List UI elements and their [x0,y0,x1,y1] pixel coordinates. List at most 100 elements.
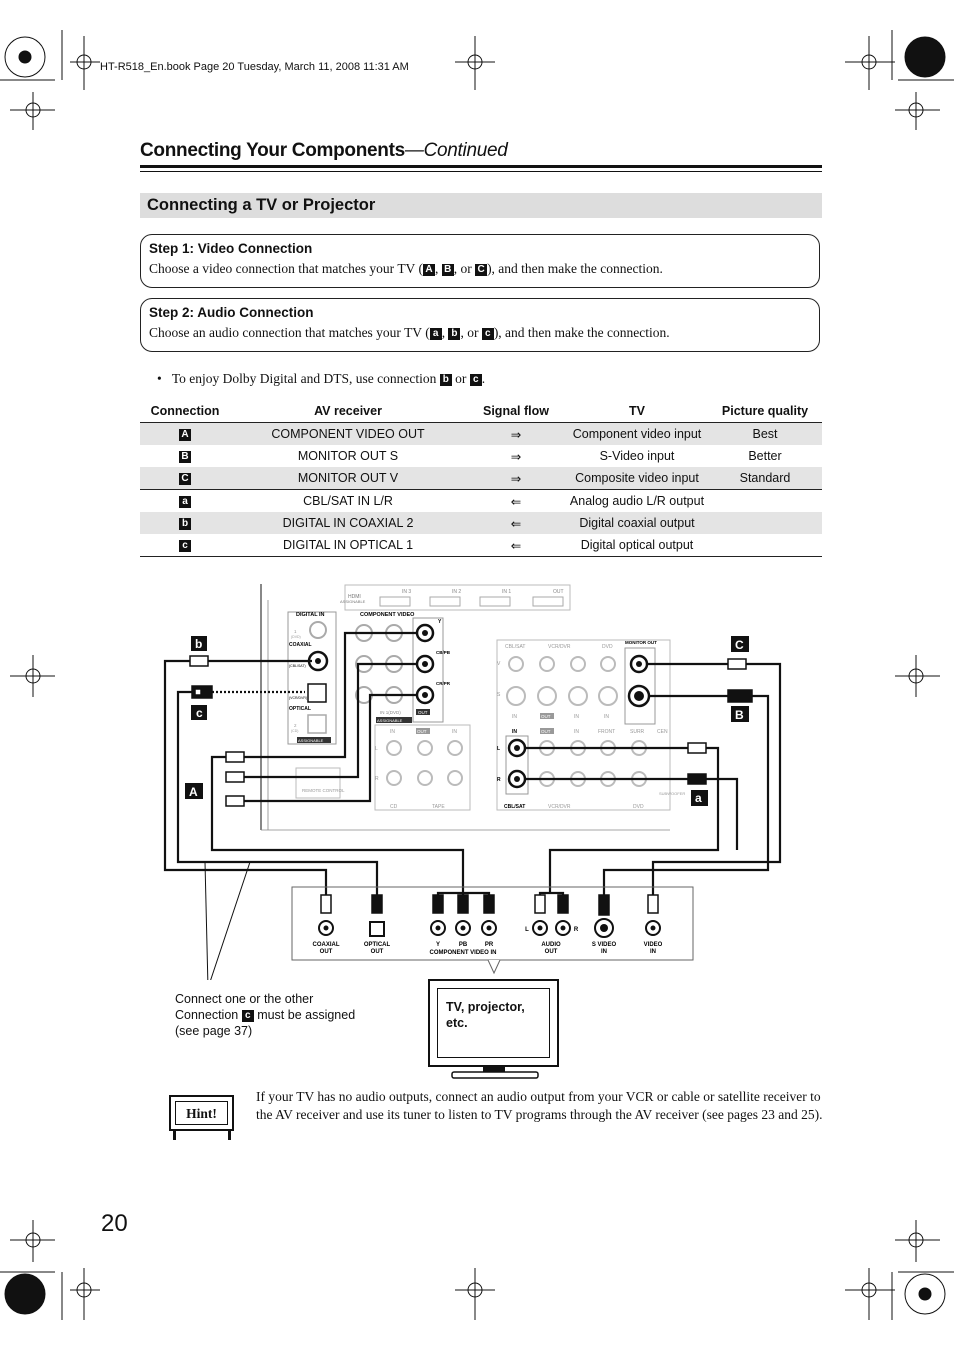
comp-crpr-label: CR/PR [436,681,451,686]
step2-sep1: , [441,325,449,340]
row-badge: B [179,451,191,463]
hint-label: Hint! [175,1101,228,1125]
title-rule [140,165,822,168]
quality-cell [708,534,822,557]
comp-assignable-label: ASSIGNABLE [377,718,403,723]
diagram-badge-b: b [195,637,202,651]
bullet-pre: To enjoy Dolby Digital and DTS, use conn… [171,371,440,386]
step2-text-pre: Choose an audio connection that matches … [149,325,430,340]
col-picture-quality: Picture quality [708,400,822,423]
cable-plugs [189,655,753,807]
connection-table: Connection AV receiver Signal flow TV Pi… [140,400,822,557]
bullet-badge-b: b [439,374,452,386]
badge-C: C [475,264,488,276]
row-badge: a [179,496,191,508]
dolby-bullet: • To enjoy Dolby Digital and DTS, use co… [157,371,486,386]
digital-cd-label: (CD) [291,729,298,733]
hdmi-in2-label: IN 2 [452,589,461,595]
tape-label: TAPE [432,804,445,810]
diagram-badge-B: B [735,708,744,722]
av-cell: COMPONENT VIDEO OUT [230,422,466,445]
tv-svideo-in-label: IN [601,949,607,955]
hint-icon: Hint! [169,1095,234,1131]
badge-a: a [429,328,442,340]
tv-r-label: R [574,927,579,933]
badge-c: c [481,328,494,340]
tv-cell: Analog audio L/R output [566,489,708,512]
tv-pb-label: PB [459,942,468,948]
title-main: Connecting Your Components [140,140,405,161]
diagram-badges: b c A C B a [185,636,749,806]
vcr-in-label: IN [574,714,579,720]
quality-cell: Best [708,422,822,445]
av-cell: CBL/SAT IN L/R [230,489,466,512]
title-continued: —Continued [404,140,508,161]
step1-text-post: ), and then make the connection. [487,261,663,276]
tv-pr-label: PR [485,942,494,948]
dvd-in-label: IN [604,714,609,720]
tape-out-label: OUT [417,729,427,734]
quality-cell: Standard [708,467,822,490]
step2-heading: Step 2: Audio Connection [149,305,314,320]
receiver-panel: HDMI ASSIGNABLE IN 3 IN 2 IN 1 OUT DIGIT… [260,584,685,831]
tv-illustration: TV, projector, etc. [428,979,559,1067]
tv-cell: Digital optical output [566,534,708,557]
vcr-dvr-label: VCR/DVR [548,644,571,650]
note-line2-post: must be assigned [253,1008,356,1022]
connection-diagram: HDMI ASSIGNABLE IN 3 IN 2 IN 1 OUT DIGIT… [163,584,782,980]
cd-label: CD [390,804,398,810]
hdmi-assignable-label: ASSIGNABLE [340,599,366,604]
diagram-badge-c: c [196,706,203,720]
cd-in-label: IN [390,729,395,735]
tv-panel: COAXIAL OUT OPTICAL OUT Y PB PR COMPONEN… [291,886,694,975]
tv-cell: S-Video input [599,449,675,463]
hdmi-in3-label: IN 3 [402,589,411,595]
tv-cell: Digital coaxial output [566,512,708,534]
cen-label: CEN [657,729,668,735]
diagram-badge-C: C [735,638,744,652]
tv-coaxial-label: COAXIAL [313,942,340,948]
col-signal-flow: Signal flow [466,400,566,423]
flow-cell: ⇐ [466,534,566,557]
step1-sep1: , [434,261,442,276]
tv-l-label: L [525,927,529,933]
step2-sep2: , or [460,325,482,340]
vcr-audio-in-label: IN [574,729,579,735]
badge-b: b [448,328,461,340]
step1-box: Step 1: Video Connection Choose a video … [140,234,820,288]
step2-text-post: ), and then make the connection. [493,325,670,340]
step1-text: Choose a video connection that matches y… [149,261,663,277]
row-badge: A [179,429,191,441]
print-header: HT-R518_En.book Page 20 Tuesday, March 1… [100,61,409,73]
table-header-row: Connection AV receiver Signal flow TV Pi… [140,400,822,423]
cbl-sat-label: CBL/SAT [505,644,525,650]
monitor-out-label: MONITOR OUT [625,640,657,645]
v-label: V [497,661,501,667]
digital-2-label: 2 [294,723,297,728]
dvd-label: DVD [602,644,613,650]
tv-video-in-label: IN [650,949,656,955]
coaxial-label: COAXIAL [289,642,312,648]
hdmi-in1-label: IN 1 [502,589,511,595]
tv-label: TV, projector, etc. [446,999,525,1031]
cbl-in-label: IN [512,714,517,720]
digital-cblsat-label: (CBL/SAT) [289,664,306,668]
col-connection: Connection [140,400,230,423]
badge-B: B [441,264,454,276]
remote-control-label: REMOTE CONTROL [302,788,345,793]
tape-in-label: IN [452,729,457,735]
tv-label-line2: etc. [446,1016,468,1030]
component-video-label: COMPONENT VIDEO [360,612,415,618]
tv-y-label: Y [436,942,440,948]
flow-cell: ⇒ [466,467,566,490]
step1-heading: Step 1: Video Connection [149,241,313,256]
tv-cell: Component video input [566,422,708,445]
dvd-bottom-label: DVD [633,804,644,810]
comp-in1-label: IN 1(DVD) [380,710,401,715]
tv-label-line1: TV, projector, [446,1000,525,1014]
row-badge: c [179,540,191,552]
